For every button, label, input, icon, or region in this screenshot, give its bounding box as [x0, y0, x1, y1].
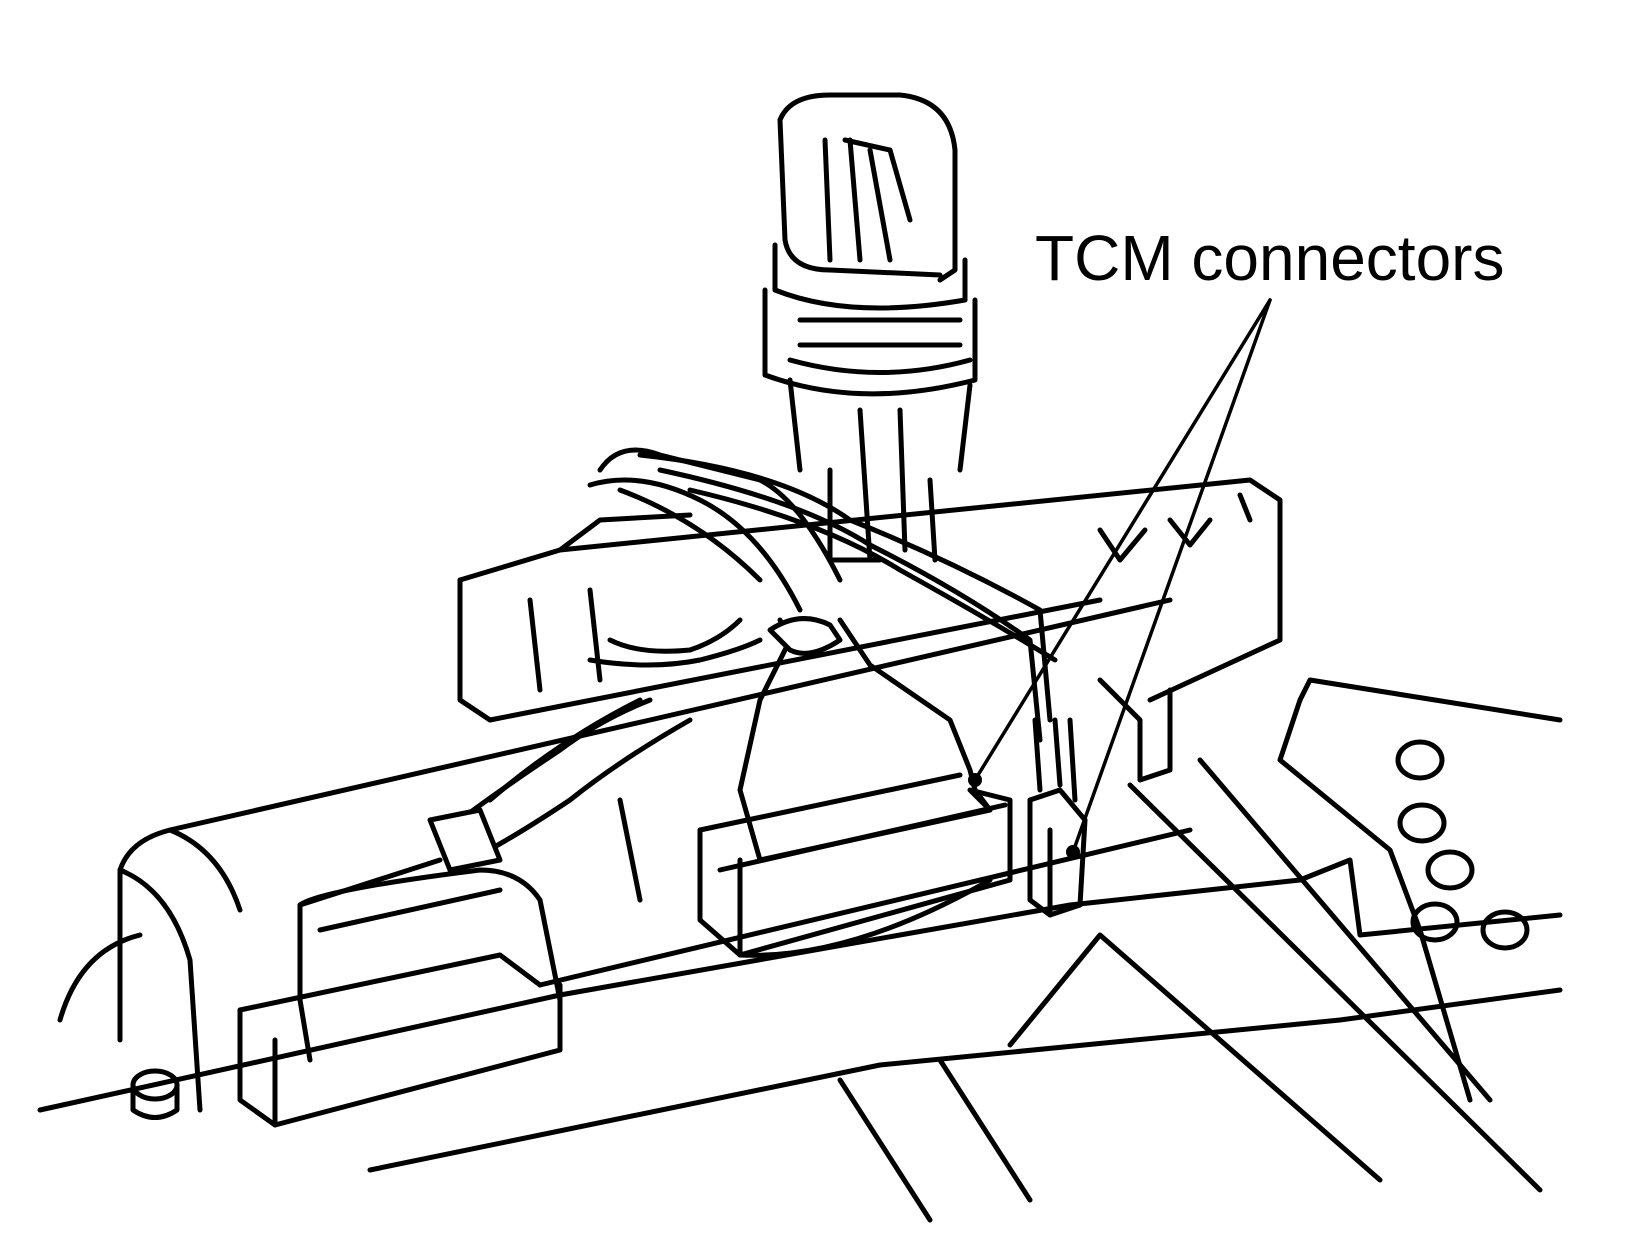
- vertical-connector: [762, 92, 978, 563]
- callout-label: TCM connectors: [1035, 222, 1504, 294]
- left-connector: [237, 857, 563, 1128]
- tcm-connector-right: [1027, 717, 1088, 918]
- solenoid-housing: [57, 597, 1193, 1120]
- wire-harness: [427, 447, 1058, 873]
- case-bolt-holes: [1395, 739, 1530, 951]
- callout-leaders: [968, 298, 1272, 854]
